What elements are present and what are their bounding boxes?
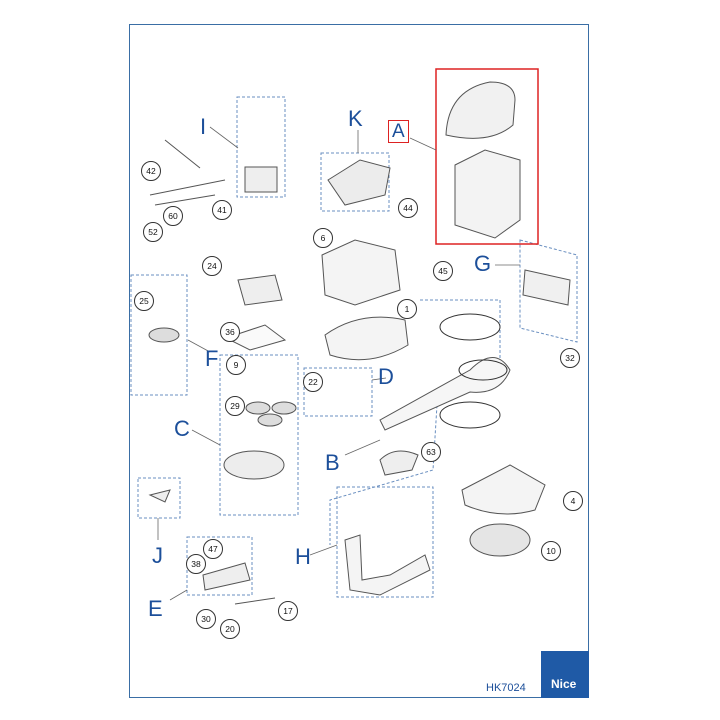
group-label-b: B [325,450,340,475]
part-number-4: 4 [563,491,583,511]
part-number-45: 45 [433,261,453,281]
part-number-20: 20 [220,619,240,639]
part-number-17: 17 [278,601,298,621]
transformer [244,166,278,193]
group-b-outline [329,299,501,545]
base-plate-shape [324,316,409,361]
nice-logo: Nice [541,651,589,698]
gear-a [245,401,271,415]
release-shape [202,562,251,591]
part-number-42: 42 [141,161,161,181]
rod-17 [234,597,276,605]
group-j-box [137,477,181,519]
group-label-f: F [205,346,219,371]
gear-b [271,401,297,415]
group-h-box [336,486,434,598]
group-label-d: D [378,364,394,389]
gear-ring [458,359,508,381]
key-shape [148,489,171,503]
cover-top-shape [445,81,516,139]
part-number-30: 30 [196,609,216,629]
electronics-board [327,159,391,206]
gear-f [148,327,180,343]
part-number-9: 9 [226,355,246,375]
motor-housing-shape [321,239,401,306]
leader-c [191,429,221,446]
group-d-box [303,367,373,417]
group-g-box [519,239,578,343]
part-number-22: 22 [303,372,323,392]
leader-h [309,544,338,556]
part-number-44: 44 [398,198,418,218]
group-label-a: A [388,120,409,143]
group-label-c: C [174,416,190,441]
drawing-code: HK7024 [486,682,526,694]
arm-shape [379,357,511,431]
leader-a [409,137,437,151]
gear-large [223,450,285,480]
ring-lower [439,401,501,429]
part-number-32: 32 [560,348,580,368]
part-number-29: 29 [225,396,245,416]
group-label-e: E [148,596,163,621]
encoder-disc [469,523,531,557]
gasket-shape [224,324,287,351]
bracket-shape [344,534,431,596]
leader-d [371,377,387,381]
group-c-box [219,354,299,516]
motor-shape [237,274,283,306]
leader-f [187,339,211,353]
part-number-10: 10 [541,541,561,561]
part-number-52: 52 [143,222,163,242]
part-number-1: 1 [397,299,417,319]
part-number-6: 6 [313,228,333,248]
group-k-box [320,152,390,212]
cover-bottom-shape [454,149,521,239]
group-label-g: G [474,251,492,276]
part-number-36: 36 [220,322,240,342]
group-a-highlight [435,68,539,245]
group-f-box [130,274,188,396]
group-label-j: J [152,543,163,568]
disc-plate-shape [461,464,546,515]
part-number-38: 38 [186,554,206,574]
part-number-60: 60 [163,206,183,226]
part-number-24: 24 [202,256,222,276]
group-label-h: H [295,544,311,569]
ring-upper [439,313,501,341]
part-number-25: 25 [134,291,154,311]
cable-60-41 [149,179,226,206]
bracket-g-shape [522,269,571,306]
leader-b [344,439,381,456]
group-label-k: K [348,106,363,131]
cam-63 [379,450,419,476]
brand-name: Nice [551,677,577,691]
part-number-63: 63 [421,442,441,462]
group-label-i: I [200,114,207,139]
cable-42 [164,139,201,169]
leader-e [169,589,188,601]
part-number-41: 41 [212,200,232,220]
gear-c [257,413,283,427]
part-number-47: 47 [203,539,223,559]
leader-i [209,126,239,149]
